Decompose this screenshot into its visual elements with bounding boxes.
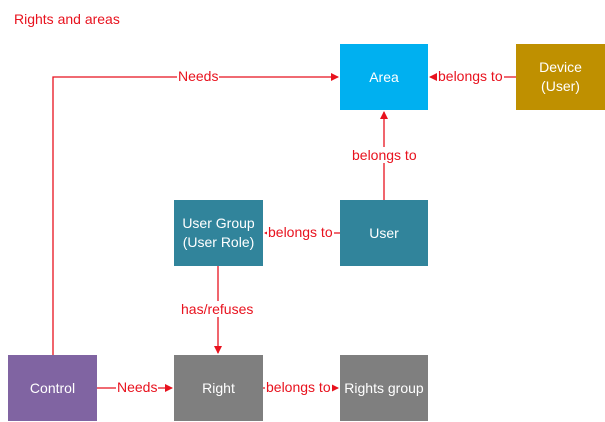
edge-label-user-belongs-to-group: belongs to (267, 224, 334, 240)
node-user-group-label-line1: User Group (182, 215, 255, 231)
node-right: Right (174, 355, 263, 421)
node-control: Control (8, 355, 97, 421)
edge-label-control-needs-area: Needs (177, 68, 220, 84)
node-rights-group: Rights group (340, 355, 428, 421)
node-user-group-label-line2: (User Role) (182, 234, 255, 250)
edge-label-user-belongs-to-area: belongs to (351, 147, 418, 163)
node-area-label: Area (369, 68, 399, 85)
node-rights-group-label: Rights group (344, 379, 424, 396)
diagram-title: Rights and areas (14, 11, 120, 27)
node-user-label: User (369, 224, 399, 241)
node-area: Area (340, 44, 428, 110)
node-control-label: Control (29, 379, 76, 396)
node-device-label: Device (User) (539, 58, 582, 96)
node-user-group: User Group (User Role) (174, 200, 263, 266)
node-user: User (340, 200, 428, 266)
node-device-label-line1: Device (539, 59, 582, 75)
edge-label-device-belongs-to-area: belongs to (437, 68, 504, 84)
node-device-label-line2: (User) (541, 78, 580, 94)
edge-label-right-belongs-to-rights-group: belongs to (265, 379, 332, 395)
node-device: Device (User) (516, 44, 605, 110)
edge-label-group-has-refuses-right: has/refuses (180, 301, 255, 317)
node-right-label: Right (202, 379, 235, 396)
edge-control-needs-area (52, 73, 339, 355)
edge-label-control-needs-right: Needs (116, 379, 159, 395)
node-user-group-label: User Group (User Role) (182, 214, 254, 252)
